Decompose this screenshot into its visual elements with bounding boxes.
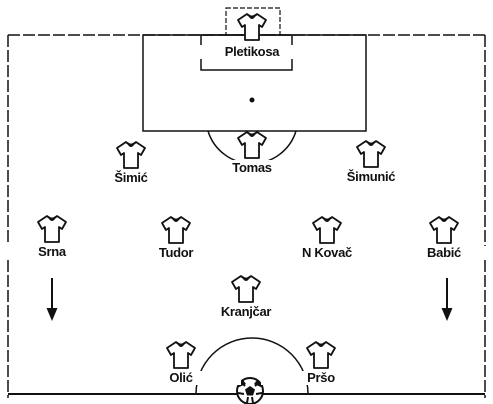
player-name: Šimić — [113, 170, 148, 185]
player-name: Olić — [168, 370, 193, 385]
player-name: Pletikosa — [224, 44, 280, 59]
player-name: Srna — [37, 244, 67, 259]
player-name: Šimunić — [346, 169, 396, 184]
player-name: Tudor — [158, 245, 194, 260]
player-name: Babić — [426, 245, 462, 260]
arrow-down-icon — [442, 278, 453, 321]
player-name: N Kovač — [301, 245, 353, 260]
football-shirt-icon — [236, 12, 268, 47]
player-name: Kranjčar — [220, 304, 272, 319]
player-name: Tomas — [231, 160, 272, 175]
player-name: Pršo — [306, 370, 336, 385]
arrow-down-icon — [47, 278, 58, 321]
penalty-spot — [250, 98, 255, 103]
